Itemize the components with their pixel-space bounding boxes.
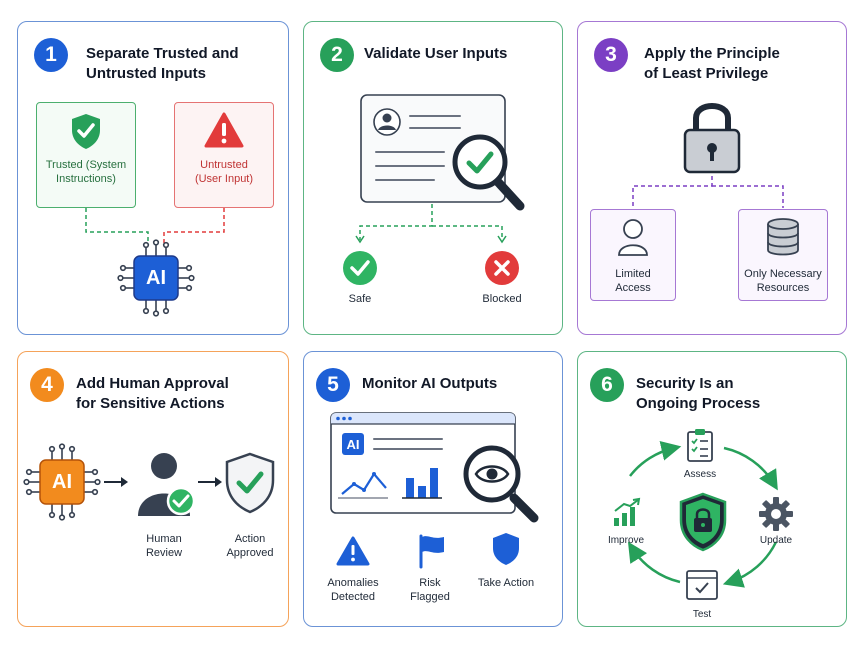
chart-icon	[338, 468, 442, 499]
card-title-line1: Add Human Approval	[76, 375, 229, 392]
warning-icon	[204, 112, 244, 148]
update-label: Update	[759, 535, 793, 546]
step-number-badge: 2	[320, 38, 354, 72]
shield-check-icon	[72, 114, 100, 149]
card-title: Security Is an Ongoing Process	[636, 374, 836, 414]
human-review-label: Human Review	[145, 533, 183, 559]
card-title-line1: Monitor AI Outputs	[362, 375, 498, 392]
risk-label: Risk Flagged	[410, 577, 450, 603]
card-title-line2: of Least Privilege	[644, 65, 769, 82]
step-number-badge: 3	[594, 38, 628, 72]
step-number-badge: 1	[34, 38, 68, 72]
card-title: Monitor AI Outputs	[362, 374, 562, 394]
lock-icon	[683, 103, 741, 174]
card-title: Apply the Principle of Least Privilege	[644, 44, 844, 84]
checklist-icon	[687, 429, 713, 462]
step-number-badge: 4	[30, 368, 64, 402]
step-number-badge: 5	[316, 368, 350, 402]
ai-chip-label: AI	[52, 471, 72, 493]
human-check-icon	[138, 453, 196, 516]
card-title-line2: for Sensitive Actions	[76, 395, 225, 412]
trusted-label: Trusted (System Instructions)	[45, 159, 127, 185]
card-title: Separate Trusted and Untrusted Inputs	[86, 44, 286, 84]
check-circle-icon	[343, 251, 377, 285]
eye-magnifier-icon	[463, 445, 539, 523]
card-title: Add Human Approval for Sensitive Actions	[76, 374, 286, 414]
test-label: Test	[692, 609, 712, 620]
card-title-line1: Separate Trusted and	[86, 45, 239, 62]
card-title-line2: Untrusted Inputs	[86, 65, 206, 82]
gear-icon	[759, 497, 793, 531]
shield-approved-icon	[225, 452, 275, 514]
improve-label: Improve	[607, 535, 645, 546]
card-monitor-outputs: 5 Monitor AI Outputs AI Anomalies Detect…	[303, 351, 563, 627]
card-title: Validate User Inputs	[364, 44, 554, 64]
action-approved-label: Action Approved	[226, 533, 274, 559]
arrow-right-icon	[198, 477, 222, 487]
flag-icon	[419, 534, 444, 569]
card-title-line1: Validate User Inputs	[364, 45, 508, 62]
card-title-line1: Security Is an	[636, 375, 734, 392]
x-circle-icon	[485, 251, 519, 285]
untrusted-label: Untrusted (User Input)	[194, 159, 254, 185]
assess-label: Assess	[683, 469, 717, 480]
cycle-arrows	[627, 441, 778, 588]
card-title-line1: Apply the Principle	[644, 45, 780, 62]
limited-access-label: Limited Access	[615, 268, 651, 294]
take-action-label: Take Action	[477, 577, 535, 589]
card-least-privilege: 3 Apply the Principle of Least Privilege…	[577, 21, 847, 335]
anomalies-label: Anomalies Detected	[327, 577, 379, 603]
magnifier-check-icon	[452, 134, 525, 211]
card-title-line2: Ongoing Process	[636, 395, 761, 412]
card-validate-inputs: 2 Validate User Inputs Safe Blocked	[303, 21, 563, 335]
blocked-label: Blocked	[482, 293, 522, 305]
ai-chip-icon	[23, 443, 101, 521]
user-icon	[618, 219, 648, 256]
warning-icon	[336, 536, 370, 566]
card-ongoing-process: 6 Security Is an Ongoing Process Assess	[577, 351, 847, 627]
arrow-right-icon	[104, 477, 128, 487]
validation-branch	[355, 204, 507, 244]
privilege-branch	[632, 176, 784, 208]
step-number-badge: 6	[590, 368, 624, 402]
database-icon	[767, 218, 799, 256]
ai-chip-icon	[117, 239, 195, 317]
shield-lock-icon	[679, 492, 727, 552]
shield-icon	[493, 533, 519, 565]
card-separate-inputs: 1 Separate Trusted and Untrusted Inputs …	[17, 21, 289, 335]
browser-check-icon	[686, 570, 718, 600]
ai-chip-label: AI	[146, 267, 166, 289]
card-human-approval: 4 Add Human Approval for Sensitive Actio…	[17, 351, 289, 627]
input-connectors	[85, 208, 225, 244]
safe-label: Safe	[348, 293, 372, 305]
ai-label: AI	[346, 437, 360, 452]
growth-icon	[614, 497, 641, 526]
resources-label: Only Necessary Resources	[744, 268, 822, 294]
